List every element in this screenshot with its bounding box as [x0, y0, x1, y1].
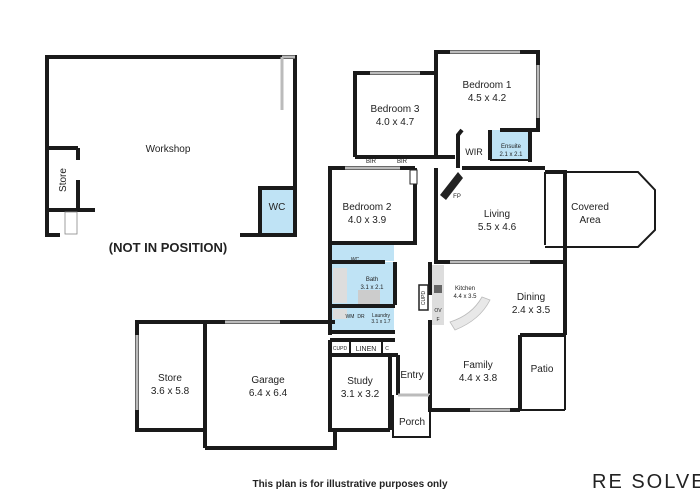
fireplace [440, 172, 463, 200]
c-label: C [385, 346, 389, 352]
wm-label: WM [346, 314, 355, 320]
covered-area-label-2: Area [579, 215, 601, 226]
fp-label: FP [453, 194, 461, 200]
bedroom2-size: 4.0 x 3.9 [348, 215, 387, 226]
kitchen-size: 4.4 x 3.5 [453, 294, 477, 300]
wc-label: WC [351, 257, 360, 263]
dining-size: 2.4 x 3.5 [512, 305, 551, 316]
store-label: Store [158, 373, 182, 384]
bedroom3-size: 4.0 x 4.7 [376, 117, 415, 128]
porch-label: Porch [399, 417, 425, 428]
study-label: Study [347, 376, 373, 387]
kitchen-label: Kitchen [455, 286, 475, 292]
room-labels: Workshop Store WC (NOT IN POSITION) Bedr… [58, 80, 609, 428]
ensuite-label: Ensuite [501, 144, 522, 150]
dr-label: DR [357, 314, 365, 320]
bedroom1-size: 4.5 x 4.2 [468, 93, 507, 104]
ensuite-size: 2.1 x 2.1 [499, 152, 523, 158]
bedroom1-label: Bedroom 1 [463, 80, 512, 91]
workshop-store-label: Store [58, 168, 69, 192]
ensuite-floor [492, 130, 530, 160]
wir-label: WIR [465, 147, 483, 157]
entry-label: Entry [400, 370, 423, 381]
laundry-label: Laundry [372, 313, 391, 319]
linen-label: LINEN [356, 346, 377, 353]
workshop-walls [45, 55, 297, 237]
living-size: 5.5 x 4.6 [478, 222, 517, 233]
family-size: 4.4 x 3.8 [459, 373, 498, 384]
house-walls [135, 50, 656, 450]
wc-floor [332, 245, 394, 261]
covered-area-label: Covered [571, 202, 609, 213]
bedroom2-label: Bedroom 2 [343, 202, 392, 213]
store-size: 3.6 x 5.8 [151, 386, 190, 397]
kitchen-island [449, 296, 491, 331]
living-label: Living [484, 209, 510, 220]
cupd-label-1: CUPD [333, 346, 348, 352]
garage-label: Garage [251, 375, 285, 386]
bir-label-1: BIR [366, 159, 377, 165]
workshop-wc-label: WC [269, 202, 286, 213]
workshop-wc-floor [262, 188, 295, 234]
garage-size: 6.4 x 6.4 [249, 388, 288, 399]
resolve-logo: RE SOLVE [592, 471, 700, 493]
bedroom3-label: Bedroom 3 [371, 104, 420, 115]
workshop-label: Workshop [146, 144, 191, 155]
bir-label-2: BIR [397, 159, 408, 165]
cupd-label-2: CUPD [421, 291, 427, 306]
patio-label: Patio [531, 364, 554, 375]
laundry-size: 3.1 x 1.7 [371, 319, 390, 325]
ov-label: OV [434, 308, 442, 314]
family-label: Family [463, 360, 492, 371]
study-size: 3.1 x 3.2 [341, 389, 380, 400]
bath-size: 3.1 x 2.1 [360, 285, 384, 291]
dining-label: Dining [517, 292, 545, 303]
disclaimer: This plan is for illustrative purposes o… [252, 479, 447, 490]
not-in-position-label: (NOT IN POSITION) [109, 240, 227, 255]
bath-label: Bath [366, 277, 378, 283]
f-label: F [436, 317, 439, 323]
